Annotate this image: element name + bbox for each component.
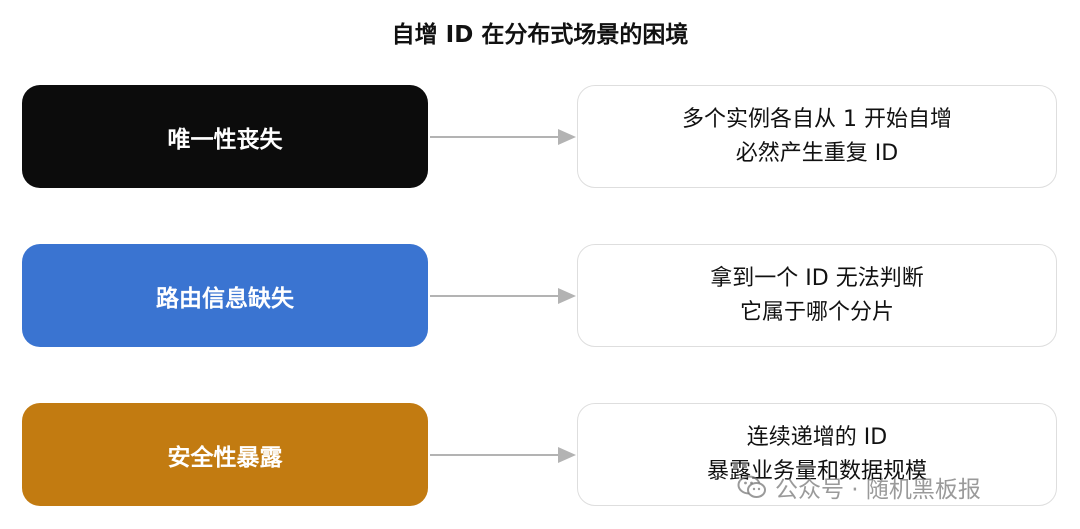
problem-description-box-1: 多个实例各自从 1 开始自增 必然产生重复 ID (577, 85, 1057, 188)
problem-label-box-2: 路由信息缺失 (22, 244, 428, 347)
problem-row-2: 路由信息缺失 拿到一个 ID 无法判断 它属于哪个分片 (0, 244, 1080, 347)
arrow-icon (430, 288, 576, 304)
problem-description-line-3-1: 连续递增的 ID (746, 424, 888, 450)
problem-row-3: 安全性暴露 连续递增的 ID 暴露业务量和数据规模 (0, 403, 1080, 506)
problem-description-line-3-2: 暴露业务量和数据规模 (706, 458, 927, 484)
arrow-icon (430, 129, 576, 145)
problem-row-1: 唯一性丧失 多个实例各自从 1 开始自增 必然产生重复 ID (0, 85, 1080, 188)
wechat-icon (737, 475, 766, 498)
watermark-text: 公众号 · 随机黑板报 (775, 477, 981, 503)
diagram-title: 自增 ID 在分布式场景的困境 (391, 22, 689, 48)
problem-label-box-3: 安全性暴露 (22, 403, 428, 506)
problem-label-2: 路由信息缺失 (156, 285, 294, 312)
problem-description-box-2: 拿到一个 ID 无法判断 它属于哪个分片 (577, 244, 1057, 347)
problem-description-line-2-2: 它属于哪个分片 (739, 299, 894, 325)
problem-label-1: 唯一性丧失 (167, 126, 283, 153)
watermark: 公众号 · 随机黑板报 (737, 470, 981, 504)
arrow-icon (430, 447, 576, 463)
problem-label-3: 安全性暴露 (167, 444, 283, 471)
problem-description-line-2-1: 拿到一个 ID 无法判断 (710, 265, 924, 291)
problem-description-box-3: 连续递增的 ID 暴露业务量和数据规模 (577, 403, 1057, 506)
problem-label-box-1: 唯一性丧失 (22, 85, 428, 188)
problem-description-line-1-1: 多个实例各自从 1 开始自增 (682, 106, 952, 132)
problem-description-line-1-2: 必然产生重复 ID (735, 140, 899, 166)
